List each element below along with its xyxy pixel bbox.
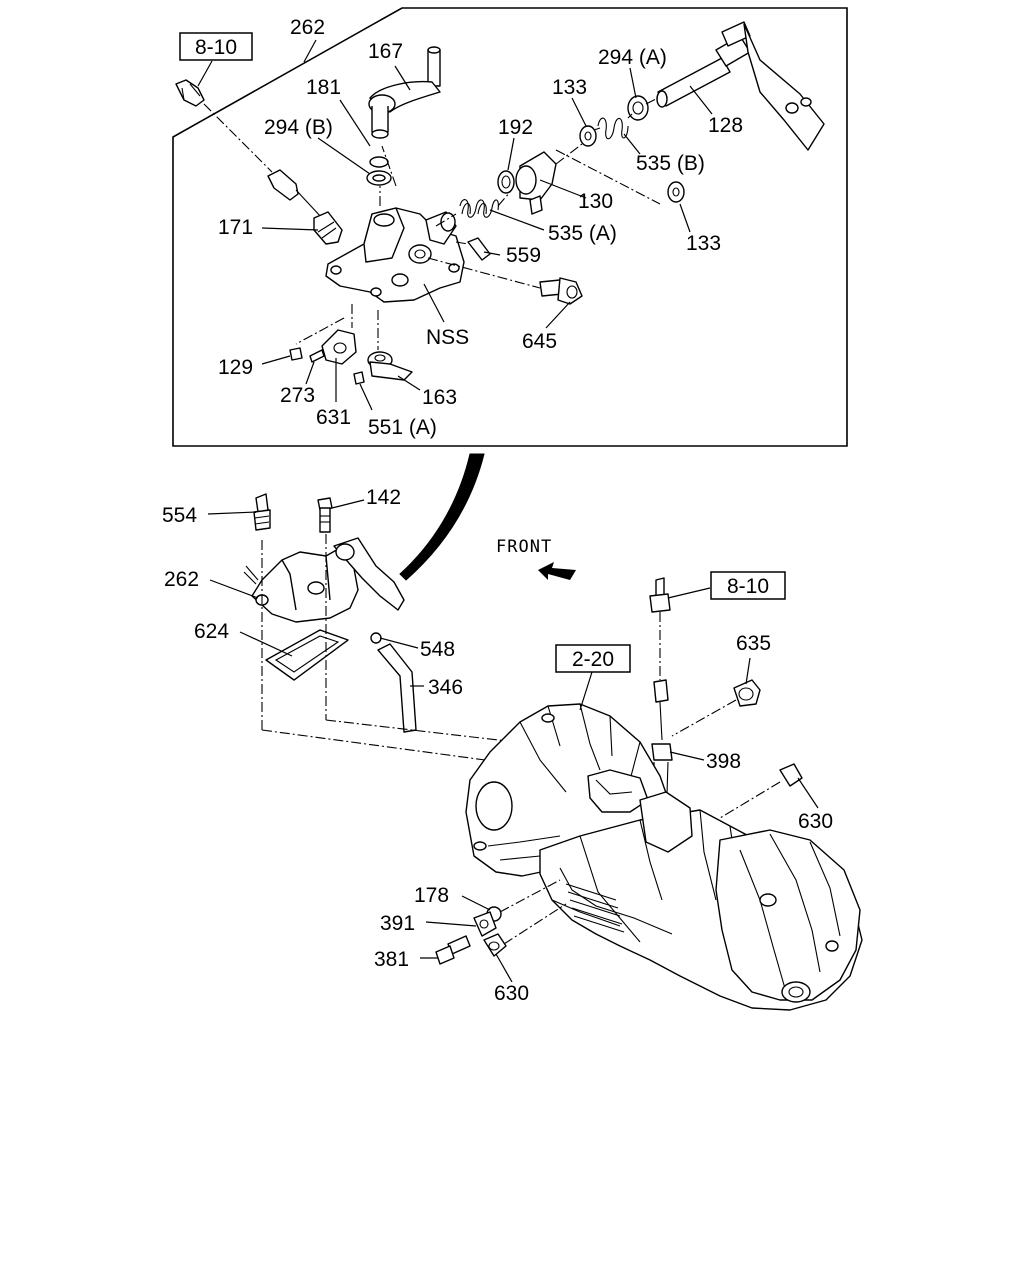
front-indicator: FRONT: [496, 537, 576, 580]
label-128: 128: [708, 114, 743, 137]
part-554-bolt: [253, 493, 271, 531]
part-294a-seal: [627, 95, 649, 121]
part-631-plate: [321, 329, 357, 365]
part-133-washer-b: [667, 181, 685, 203]
label-294a: 294 (A): [598, 46, 667, 69]
ref-box-8-10-mid[interactable]: 8-10: [710, 571, 786, 600]
label-178: 178: [414, 884, 449, 907]
part-133-washer-a: [579, 125, 597, 147]
part-624-gasket: [265, 629, 349, 681]
label-171: 171: [218, 216, 253, 239]
part-548-clip: [370, 632, 382, 644]
part-551a-pin: [353, 371, 365, 385]
part-273-pin: [309, 349, 325, 363]
svg-text:8-10: 8-10: [195, 36, 237, 59]
exploded-view-arrow: [399, 453, 485, 581]
label-535a: 535 (A): [548, 222, 617, 245]
label-130: 130: [578, 190, 613, 213]
label-630-a: 630: [798, 810, 833, 833]
part-535a-spring: [459, 199, 499, 218]
ref-box-2-20[interactable]: 2-20: [555, 644, 631, 673]
label-548: 548: [420, 638, 455, 661]
label-645: 645: [522, 330, 557, 353]
label-192: 192: [498, 116, 533, 139]
transmission-case: [465, 703, 863, 1011]
label-nss: NSS: [426, 326, 469, 349]
svg-text:FRONT: FRONT: [496, 537, 552, 557]
label-273: 273: [280, 384, 315, 407]
shift-cover-assembly: [243, 537, 405, 623]
svg-text:8-10: 8-10: [727, 575, 769, 598]
part-630-plug-right: [779, 763, 803, 787]
part-381-bolt: [435, 935, 471, 965]
part-192-washer: [497, 170, 515, 194]
label-294b: 294 (B): [264, 116, 333, 139]
label-346: 346: [428, 676, 463, 699]
part-559-pin: [467, 237, 491, 261]
part-167-shift-arm: [368, 46, 441, 139]
part-645-bolt: [539, 277, 583, 305]
label-262-top: 262: [290, 16, 325, 39]
label-554: 554: [162, 504, 197, 527]
part-163-lever: [367, 351, 413, 381]
label-129: 129: [218, 356, 253, 379]
part-128-shift-shaft: [656, 21, 825, 151]
label-391: 391: [380, 912, 415, 935]
label-181: 181: [306, 76, 341, 99]
part-346-hose: [377, 643, 417, 733]
label-142: 142: [366, 486, 401, 509]
label-551a: 551 (A): [368, 416, 437, 439]
label-163: 163: [422, 386, 457, 409]
label-635: 635: [736, 632, 771, 655]
part-129-key: [289, 347, 303, 361]
part-130-block: [515, 151, 557, 215]
label-381: 381: [374, 948, 409, 971]
shift-housing: [325, 207, 465, 303]
label-535b: 535 (B): [636, 152, 705, 175]
label-398: 398: [706, 750, 741, 773]
exploded-view-frame: [172, 7, 848, 447]
label-262-mid: 262: [164, 568, 199, 591]
svg-text:2-20: 2-20: [572, 648, 614, 671]
label-133-a: 133: [552, 76, 587, 99]
part-391-bracket: [473, 911, 497, 937]
label-631: 631: [316, 406, 351, 429]
ref-box-8-10-top[interactable]: 8-10: [179, 32, 253, 61]
label-167: 167: [368, 40, 403, 63]
part-630-plug-lower: [483, 933, 507, 957]
part-635-plug: [733, 679, 761, 707]
label-133-b: 133: [686, 232, 721, 255]
label-559: 559: [506, 244, 541, 267]
part-535b-spring: [597, 117, 629, 140]
part-294b-seal: [366, 156, 392, 186]
label-630-b: 630: [494, 982, 529, 1005]
connector-top: [175, 79, 205, 107]
part-142-bolt: [317, 497, 333, 533]
part-171-switch: [267, 169, 343, 245]
label-624: 624: [194, 620, 229, 643]
